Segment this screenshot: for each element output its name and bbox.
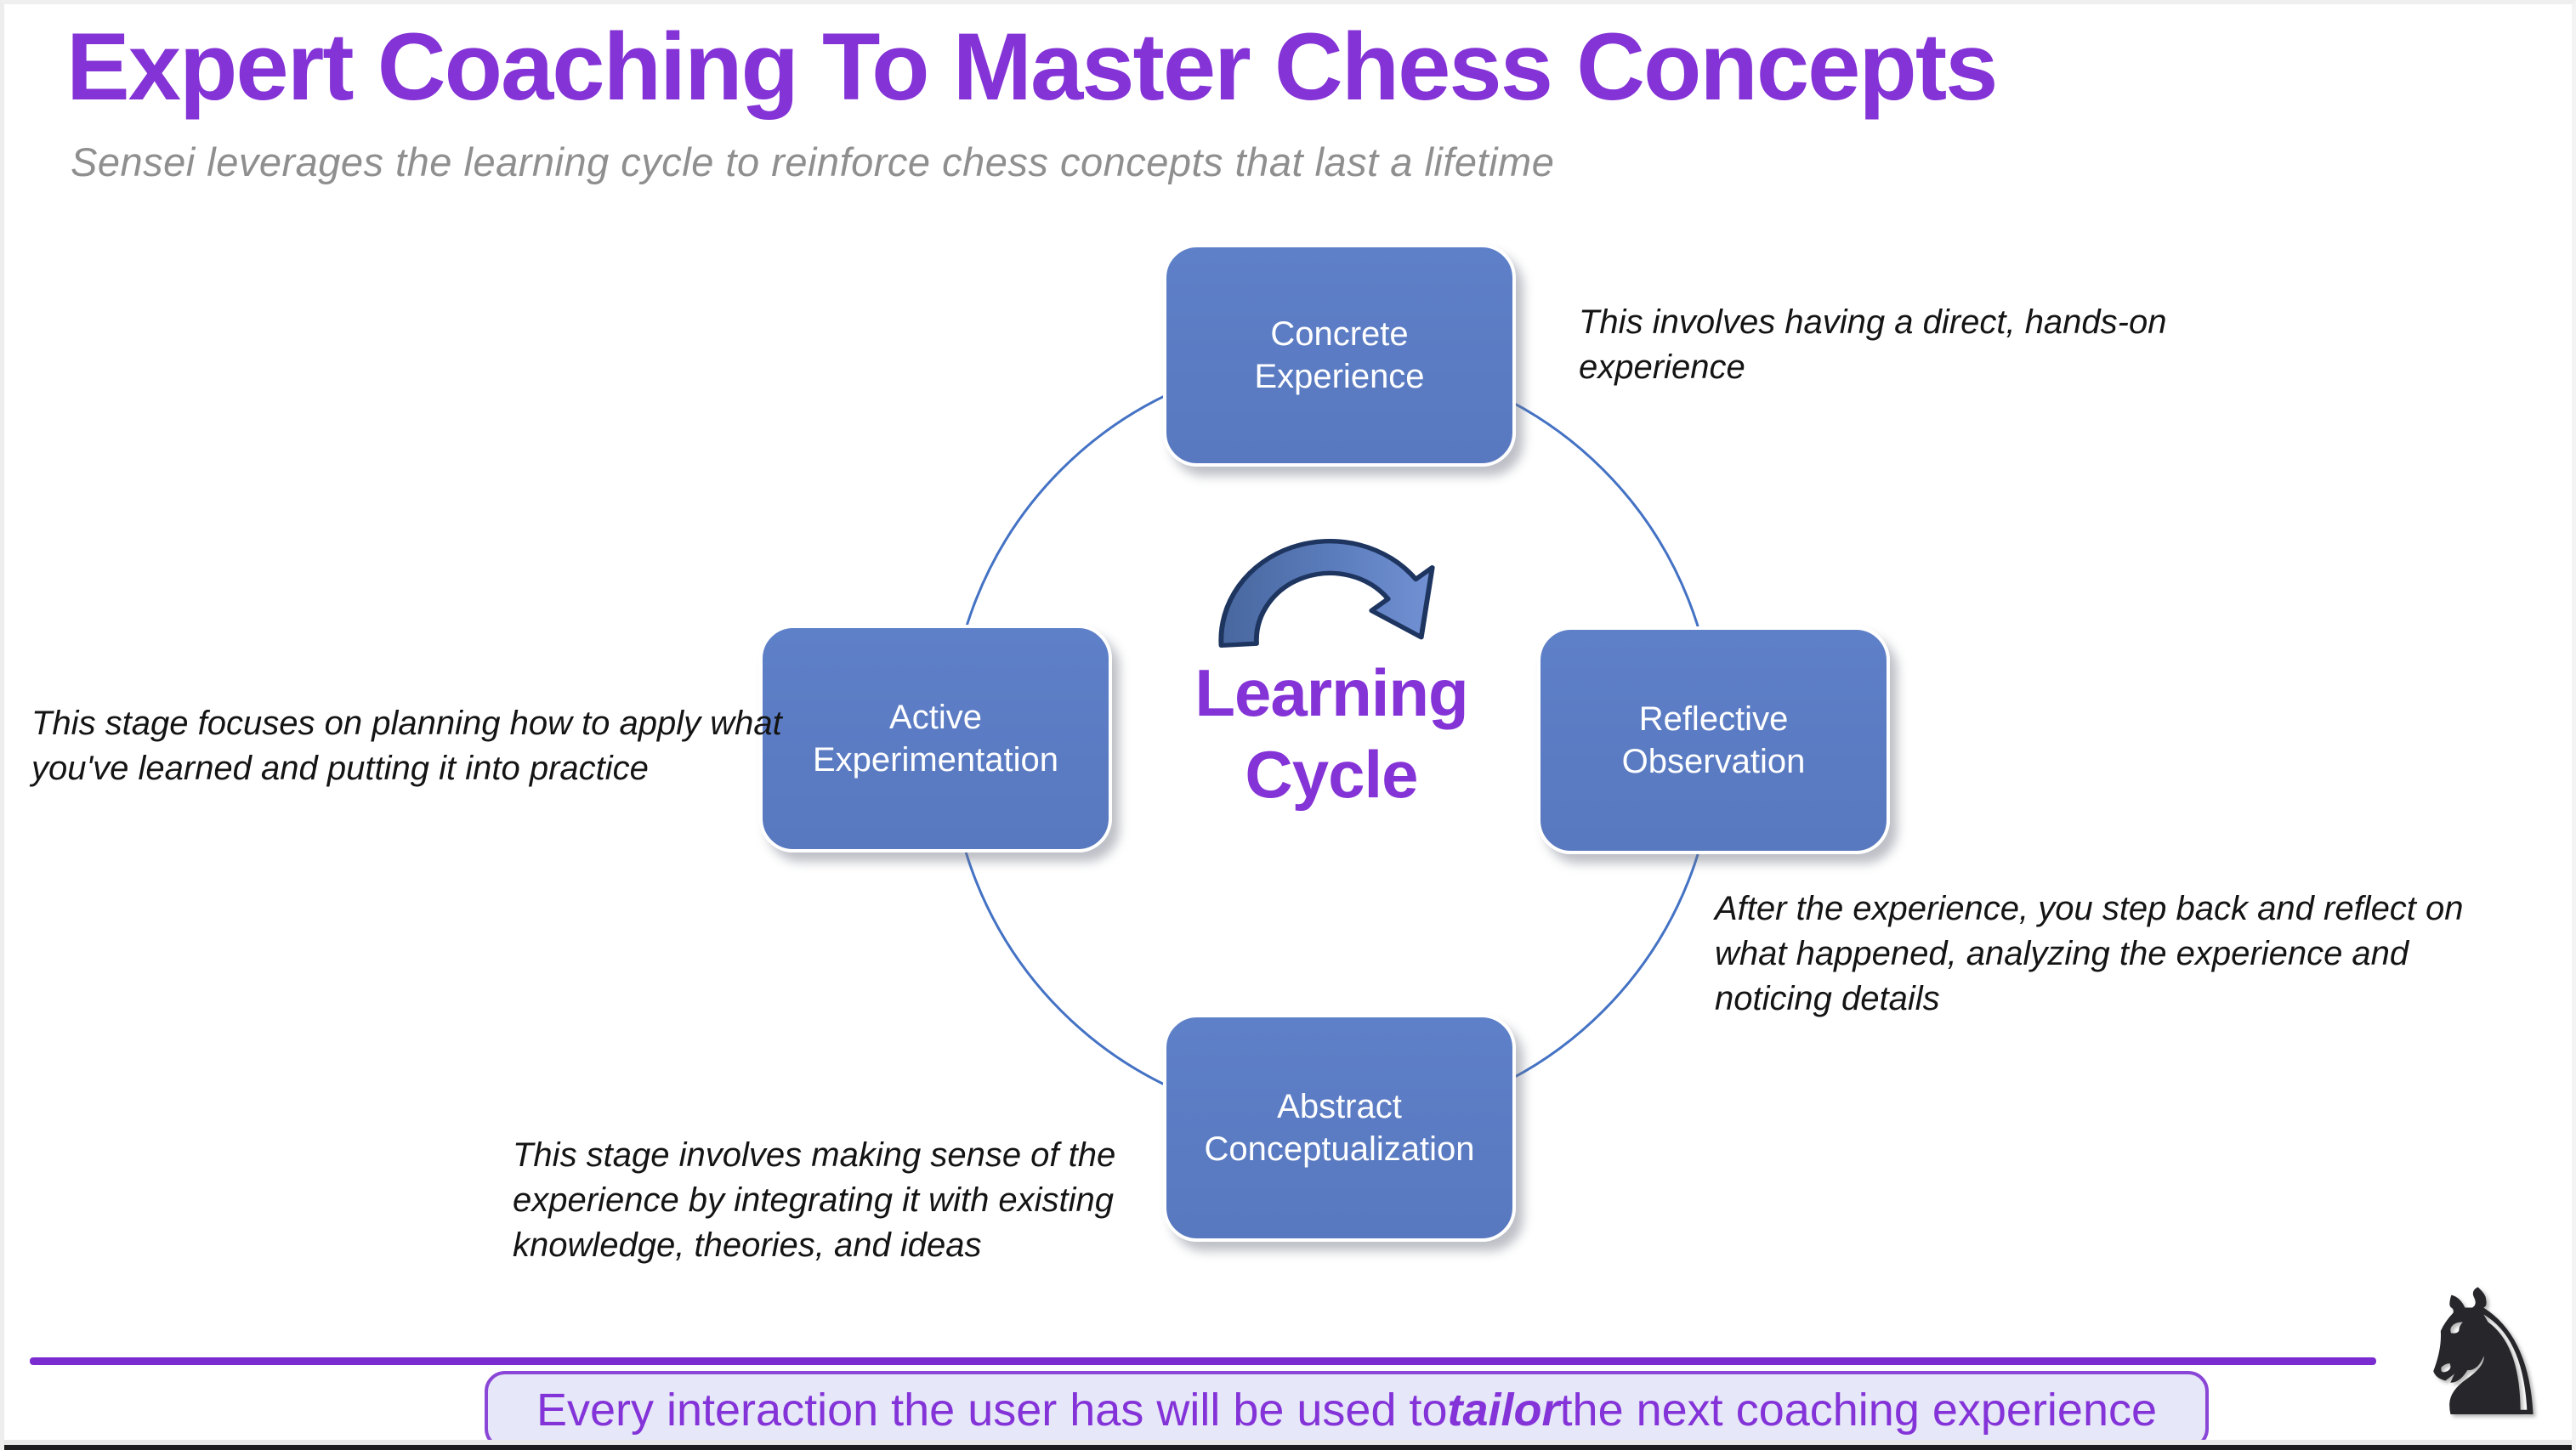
page-title: Expert Coaching To Master Chess Concepts — [66, 14, 1998, 120]
note-reflective-observation: After the experience, you step back and … — [1715, 890, 2464, 1017]
stage-label-line: Observation — [1621, 743, 1806, 780]
cycle-center-line1: Learning — [1194, 655, 1468, 730]
note-active-experimentation: This stage focuses on planning how to ap… — [31, 705, 782, 787]
note-concrete-experience: This involves having a direct, hands-on … — [1579, 303, 2167, 386]
note-abstract-conceptualization: This stage involves making sense of the … — [513, 1136, 1116, 1264]
stage-box-active-experimentation: Active Experimentation — [759, 625, 1112, 852]
stage-box-concrete-experience: Concrete Experience — [1163, 244, 1516, 467]
cycle-center-line2: Cycle — [1245, 737, 1418, 812]
slide-bottom-edge-dark — [4, 1445, 2572, 1450]
stage-box-abstract-conceptualization: Abstract Conceptualization — [1163, 1014, 1516, 1242]
stage-box-reflective-observation: Reflective Observation — [1537, 626, 1890, 854]
stage-label-line: Experimentation — [812, 741, 1059, 779]
banner-text-suffix: the next coaching experience — [1559, 1385, 2158, 1436]
footer-divider-line — [30, 1357, 2376, 1365]
banner-text-prefix: Every interaction the user has will be u… — [536, 1385, 1448, 1436]
slide-bottom-edge-light — [4, 1440, 2572, 1445]
stage-label-line: Active — [889, 699, 982, 736]
stage-label-line: Concrete — [1270, 315, 1409, 353]
cycle-center-label: Learning Cycle — [1174, 652, 1489, 815]
stage-label-line: Experience — [1254, 358, 1425, 395]
page-subtitle: Sensei leverages the learning cycle to r… — [71, 139, 1555, 184]
stage-label-line: Conceptualization — [1204, 1130, 1475, 1168]
footer-banner: Every interaction the user has will be u… — [485, 1371, 2209, 1449]
stage-label-line: Reflective — [1638, 700, 1789, 738]
stage-label-line: Abstract — [1277, 1088, 1402, 1125]
banner-text-emphasis: tailor — [1447, 1385, 1560, 1436]
chess-knight-icon: ♞ — [2405, 1254, 2562, 1450]
clockwise-arrow-icon — [1218, 538, 1435, 649]
